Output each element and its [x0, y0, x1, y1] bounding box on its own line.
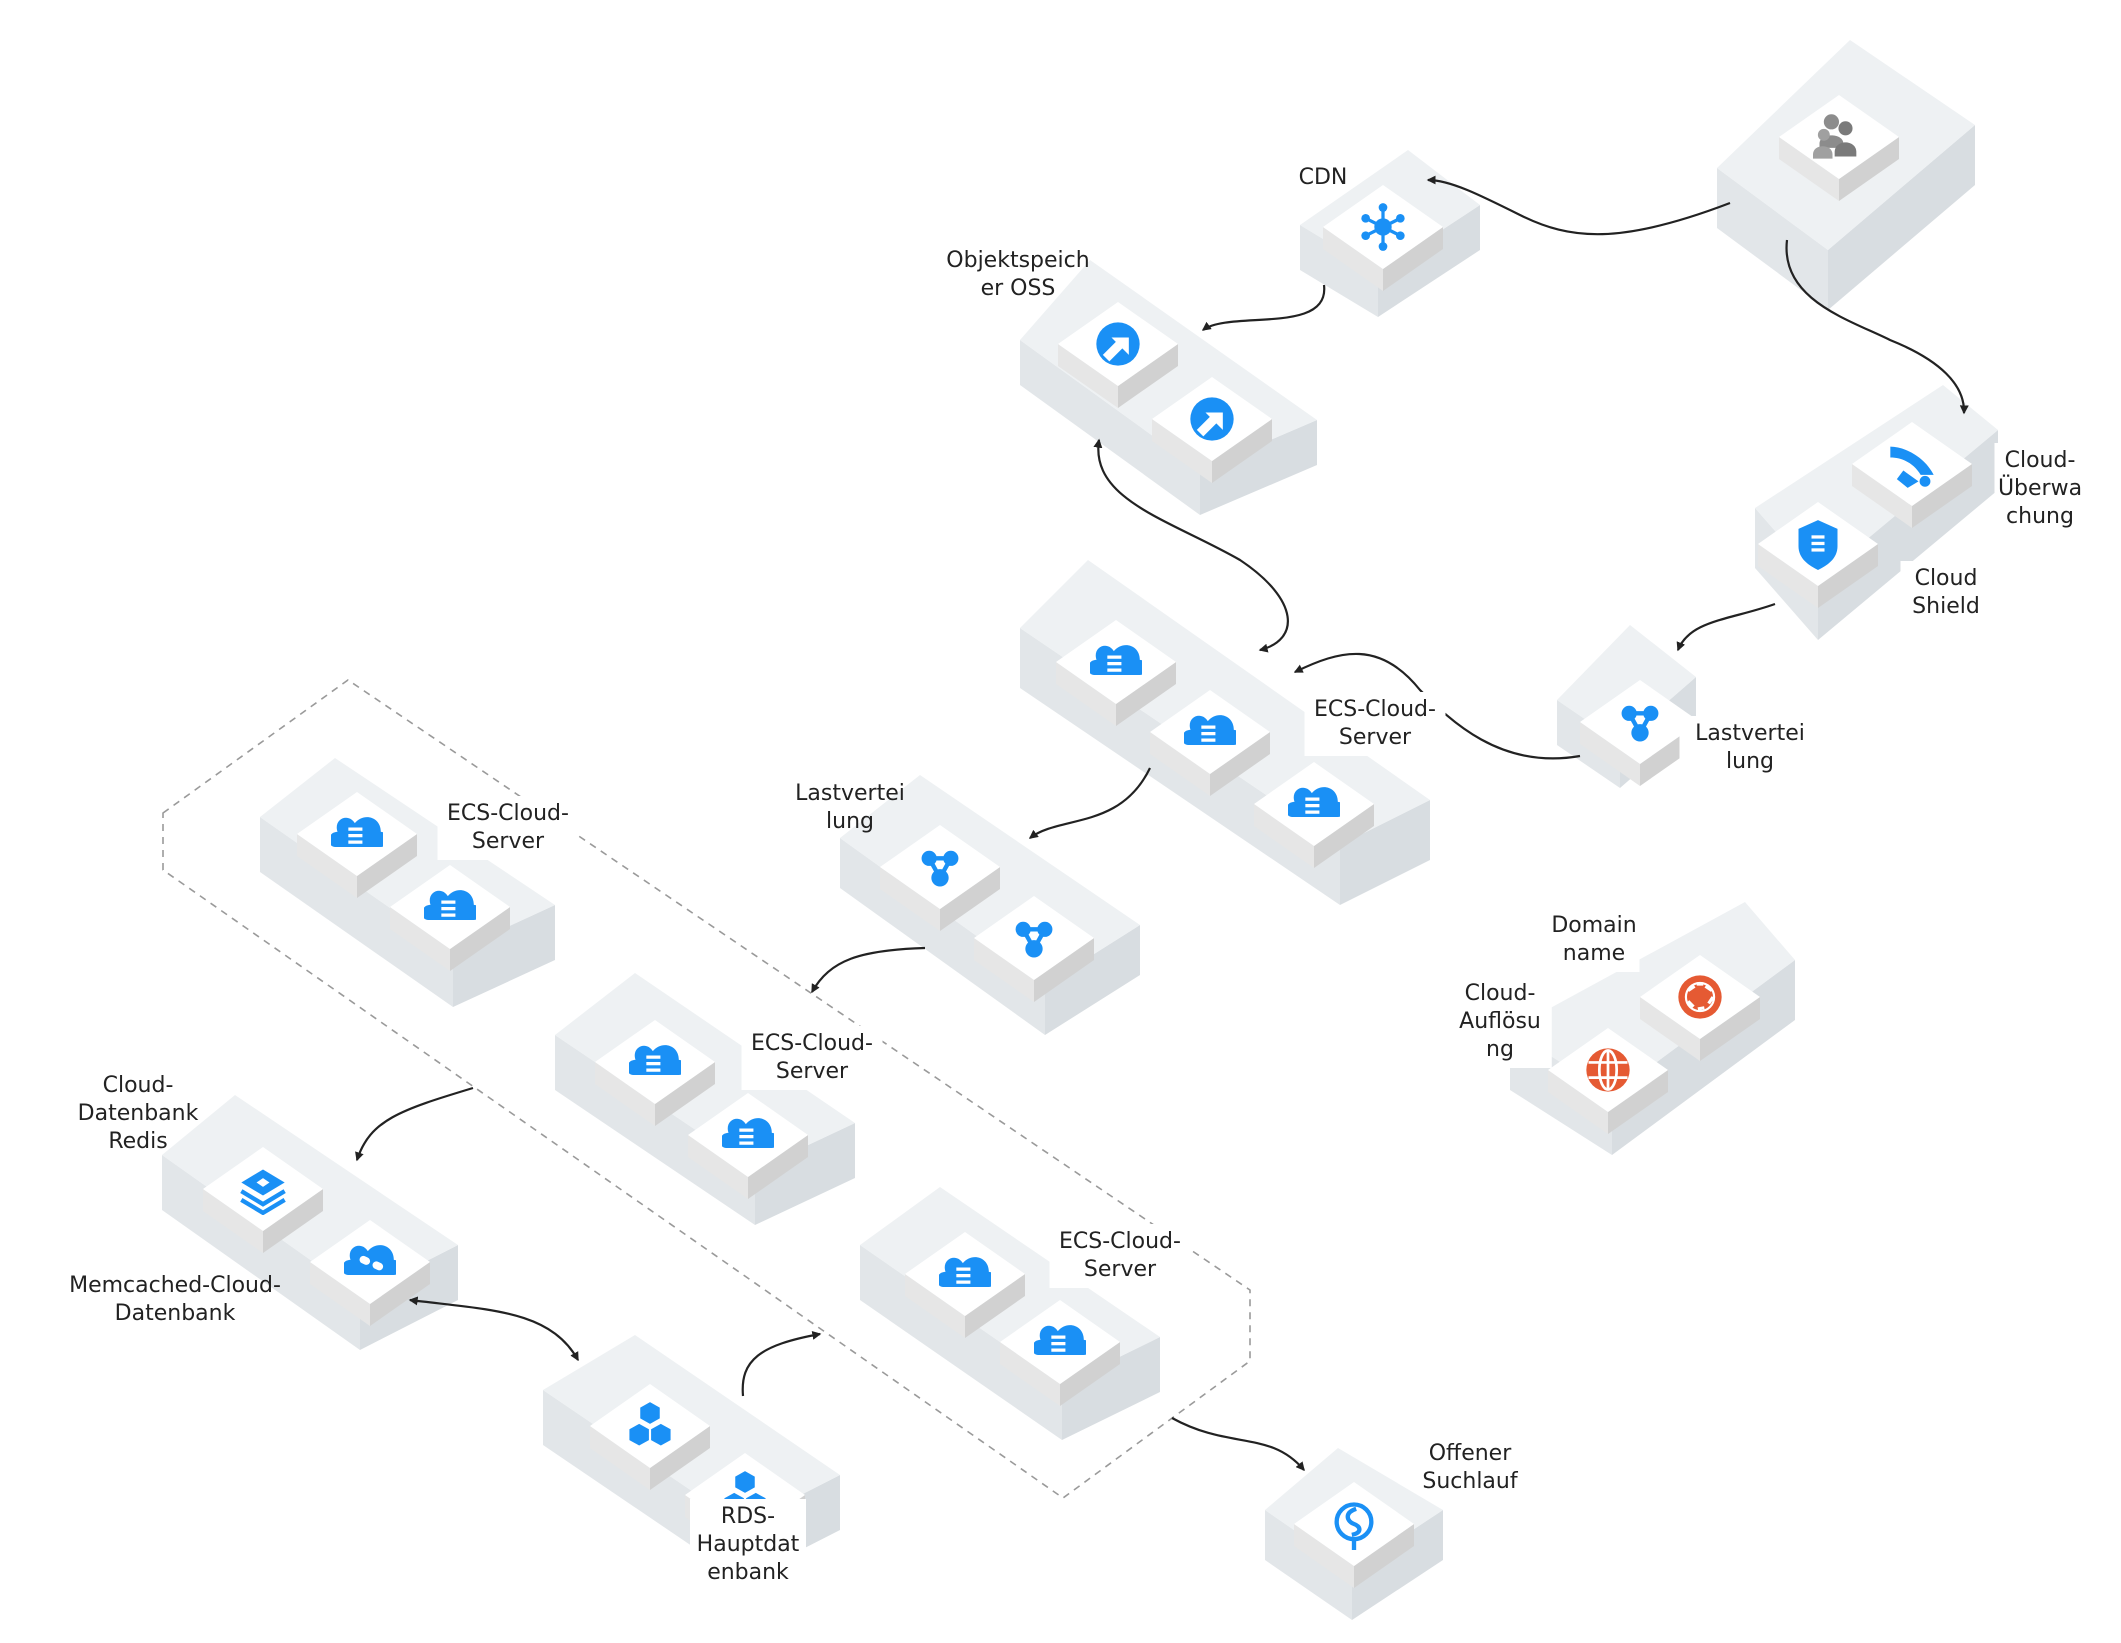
edge-slb-ecs: [1293, 652, 1581, 760]
label-line: Server: [472, 829, 545, 854]
label-line: Cloud-: [1465, 981, 1536, 1006]
label-domain: Domain name: [1548, 908, 1640, 972]
label-slb-mid: Lastvertei lung: [795, 781, 905, 834]
edge-users-cdn: [1426, 175, 1731, 236]
tile-shield[interactable]: [1758, 502, 1878, 608]
label-line: Datenbank: [115, 1301, 236, 1326]
label-line: chung: [2006, 504, 2074, 529]
label-line: Cloud-: [2005, 448, 2076, 473]
label-line: Datenbank: [78, 1101, 199, 1126]
label-line: Cloud: [1915, 566, 1978, 591]
label-line: ECS-Cloud-: [447, 801, 569, 826]
label-line: name: [1563, 941, 1625, 966]
label-line: er OSS: [981, 276, 1056, 301]
tile-ecs-g2-1[interactable]: [595, 1020, 715, 1126]
label-cdn: CDN: [1299, 165, 1348, 190]
globe-icon: [1584, 1046, 1632, 1094]
edge-shield-slb: [1676, 602, 1776, 652]
tile-search[interactable]: [1294, 1482, 1414, 1588]
edge-users-monitor: [1785, 239, 1969, 415]
edge-oss-ecs: [1093, 438, 1289, 653]
platform-ecs-group-top: [260, 758, 555, 1007]
tile-ecs-g3-2[interactable]: [1000, 1300, 1120, 1406]
edge-ecs-slb-mid: [1028, 767, 1151, 839]
label-line: ng: [1486, 1037, 1514, 1062]
label-line: Lastvertei: [795, 781, 905, 806]
connections: [355, 175, 1969, 1472]
label-dns: Cloud- Auflösu ng: [1448, 976, 1552, 1068]
label-line: Cloud-: [103, 1073, 174, 1098]
edge-ecs-group-redis: [355, 1086, 474, 1162]
label-line: ECS-Cloud-: [1314, 697, 1436, 722]
label-line: lung: [1726, 749, 1774, 774]
label-rds: RDS- Hauptdat enbank: [690, 1499, 806, 1591]
label-line: Hauptdat: [697, 1532, 800, 1557]
label-line: CDN: [1299, 165, 1348, 190]
label-line: Lastvertei: [1695, 721, 1805, 746]
edge-group-search: [1171, 1417, 1305, 1472]
edge-rds-ecs-group: [741, 1330, 822, 1397]
label-line: Suchlauf: [1422, 1469, 1518, 1494]
label-line: Server: [1339, 725, 1412, 750]
label-line: Server: [776, 1059, 849, 1084]
tile-redis[interactable]: [203, 1147, 323, 1253]
tile-dns[interactable]: [1548, 1028, 1668, 1134]
label-line: Domain: [1551, 913, 1636, 938]
tile-domain[interactable]: [1640, 955, 1760, 1061]
label-memcached: Memcached-Cloud- Datenbank: [69, 1273, 281, 1326]
dns-domain-icon: [1676, 973, 1724, 1021]
label-line: Auflösu: [1459, 1009, 1541, 1034]
label-line: lung: [826, 809, 874, 834]
label-ecs-group-mid: ECS-Cloud- Server: [741, 1026, 883, 1090]
tile-memcached[interactable]: [310, 1220, 430, 1326]
label-line: ECS-Cloud-: [1059, 1229, 1181, 1254]
edge-memcached-rds: [408, 1296, 579, 1362]
tile-users[interactable]: [1779, 95, 1899, 201]
label-line: enbank: [707, 1560, 789, 1585]
platform-oss: [1020, 260, 1317, 515]
tile-monitor[interactable]: [1852, 422, 1972, 528]
tile-ecs-top-3[interactable]: [1254, 762, 1374, 868]
label-oss: Objektspeich er OSS: [946, 248, 1089, 301]
label-ecs-group-bottom: ECS-Cloud- Server: [1049, 1224, 1191, 1288]
label-line: Memcached-Cloud-: [69, 1273, 281, 1298]
label-line: Redis: [108, 1129, 167, 1154]
oss-icon: [1190, 397, 1234, 441]
tile-cdn[interactable]: [1323, 185, 1443, 291]
tile-slb-mid-2[interactable]: [974, 896, 1094, 1002]
platform-slb-mid: [840, 775, 1140, 1035]
tile-ecs-g1-1[interactable]: [297, 792, 417, 898]
label-line: Objektspeich: [946, 248, 1089, 273]
label-ecs-top: ECS-Cloud- Server: [1304, 692, 1446, 756]
tile-slb-mid-1[interactable]: [880, 825, 1000, 931]
tile-oss-1[interactable]: [1058, 302, 1178, 408]
tile-ecs-g1-2[interactable]: [390, 865, 510, 971]
tile-rds-1[interactable]: [590, 1384, 710, 1490]
label-line: Server: [1084, 1257, 1157, 1282]
label-monitor: Cloud-Überwa chung: [1994, 443, 2086, 535]
label-line: ECS-Cloud-: [751, 1031, 873, 1056]
edge-cdn-oss: [1201, 284, 1326, 331]
edge-slb-mid-ecs-group: [811, 946, 926, 994]
tile-ecs-top-2[interactable]: [1150, 690, 1270, 796]
label-ecs-group-top: ECS-Cloud- Server: [437, 796, 579, 860]
label-line: RDS-: [721, 1504, 775, 1529]
tile-ecs-g2-2[interactable]: [688, 1093, 808, 1199]
server-group-boundary: [162, 679, 1251, 1499]
label-line: Offener: [1429, 1441, 1512, 1466]
label-line: Überwa: [1998, 475, 2082, 501]
tile-ecs-g3-1[interactable]: [905, 1232, 1025, 1338]
platform-ecs-group-mid: [555, 973, 855, 1225]
label-line: Shield: [1912, 594, 1980, 619]
label-slb-right: Lastvertei lung: [1679, 716, 1821, 780]
oss-icon: [1096, 322, 1140, 366]
